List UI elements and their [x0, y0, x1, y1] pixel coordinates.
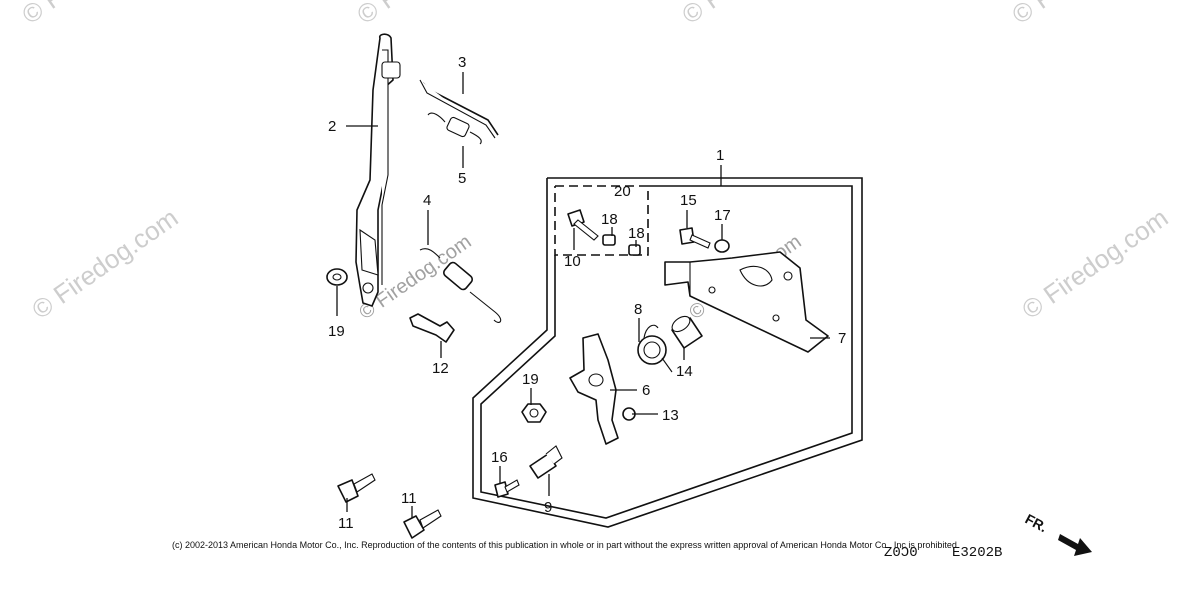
part-bolt-10	[567, 209, 599, 241]
part-bolt-11a	[337, 473, 376, 503]
watermark-top-2: © Firedog.com	[351, 0, 508, 30]
part-nut-18a	[602, 234, 616, 246]
assembly-boundary	[472, 177, 863, 528]
callout-15: 15	[680, 192, 697, 209]
part-collar-14	[671, 315, 703, 349]
callout-14: 14	[676, 363, 693, 380]
part-governor-spring	[419, 248, 502, 323]
callout-18a: 18	[601, 211, 618, 228]
callout-10: 10	[564, 253, 581, 270]
callout-19a: 19	[328, 323, 345, 340]
watermark-top-3: © Firedog.com	[676, 0, 833, 30]
part-bolt-15	[679, 227, 711, 249]
leader-lines	[336, 72, 830, 518]
callout-17: 17	[714, 207, 731, 224]
callout-9: 9	[544, 499, 552, 516]
front-arrow-icon	[1058, 534, 1092, 556]
callout-6: 6	[642, 382, 650, 399]
part-spring-small	[427, 112, 482, 145]
watermark-top-1: © Firedog.com	[16, 0, 173, 30]
part-bolt-11b	[403, 509, 442, 539]
front-marker-label: FR.	[1023, 511, 1050, 536]
part-control-bracket	[664, 251, 829, 353]
callout-13: 13	[662, 407, 679, 424]
callout-11a: 11	[338, 515, 354, 532]
watermark-mid-1: © Firedog.com	[26, 202, 183, 325]
watermark-mid-2: © Firedog.com	[1016, 202, 1173, 325]
copyright-notice: (c) 2002-2013 American Honda Motor Co., …	[172, 540, 960, 550]
front-direction-marker: FR.	[1023, 511, 1092, 556]
watermarks: © Firedog.com © Firedog.com © Firedog.co…	[16, 0, 1173, 325]
callout-3: 3	[458, 54, 466, 71]
callout-19b: 19	[522, 371, 539, 388]
callout-4: 4	[423, 192, 431, 209]
callout-7: 7	[838, 330, 846, 347]
callout-11b: 11	[401, 490, 417, 507]
part-bolt-16	[494, 479, 520, 498]
callout-5: 5	[458, 170, 466, 187]
part-nut-19-left	[326, 268, 348, 286]
callout-18b: 18	[628, 225, 645, 242]
part-nut-19-inner	[521, 403, 547, 423]
part-rod	[419, 79, 499, 139]
part-nut-18b	[628, 244, 641, 256]
part-pin-9	[529, 445, 563, 479]
callout-20: 20	[614, 183, 631, 200]
part-spring-8	[637, 324, 673, 373]
callout-16: 16	[491, 449, 508, 466]
part-governor-arm	[355, 33, 401, 307]
watermark-top-4: © Firedog.com	[1006, 0, 1163, 30]
callout-1: 1	[716, 147, 724, 164]
part-control-lever	[569, 333, 619, 445]
part-nut-17	[714, 239, 730, 253]
diagram-code-left: Z0Ɔ0	[884, 545, 918, 561]
callouts: 1 2 3 4 5 6 7 8 9 10 11 11 12 13 14 15 1…	[328, 54, 846, 532]
callout-8: 8	[634, 301, 642, 318]
callout-12: 12	[432, 360, 449, 377]
diagram-code-right: E3202B	[952, 545, 1003, 561]
callout-2: 2	[328, 118, 336, 135]
part-bolt-12	[409, 313, 455, 343]
